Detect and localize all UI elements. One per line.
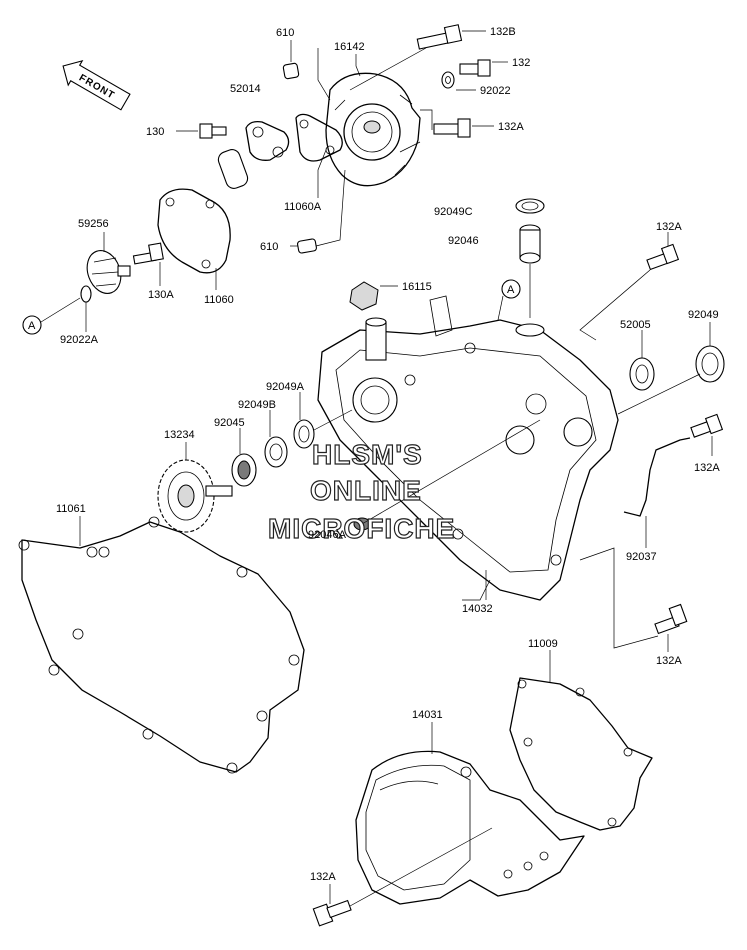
label-132b: 132B (490, 26, 516, 38)
label-92049c: 92049C (434, 206, 473, 218)
bolt-132 (459, 59, 508, 77)
label-132: 132 (512, 57, 530, 69)
oil-seal-92049a (293, 392, 353, 449)
gasket-11009 (509, 650, 653, 831)
watermark: HLSM'S ONLINE MICROFICHE (267, 438, 455, 544)
label-92045: 92045 (214, 417, 245, 429)
dowel-pin-610-top (282, 40, 300, 80)
label-130a: 130A (148, 289, 174, 301)
bolt-132a-right (579, 232, 680, 341)
bushing-92046 (519, 224, 541, 318)
bolt-130a (132, 242, 164, 286)
gasket-11060 (157, 188, 231, 290)
washer-92022a (80, 285, 92, 332)
label-610-bottom: 610 (260, 241, 278, 253)
bushing-92046a (353, 419, 541, 531)
label-16142: 16142 (334, 41, 365, 53)
impeller-59256 (86, 232, 131, 294)
label-132a-right: 132A (656, 221, 682, 233)
label-13234: 13234 (164, 429, 195, 441)
label-11061: 11061 (56, 503, 86, 515)
watermark-line-3: MICROFICHE (268, 513, 455, 544)
bolt-132a-low (579, 547, 688, 652)
oil-seal-92049c (515, 198, 545, 214)
label-92046: 92046 (448, 235, 479, 247)
label-92022a: 92022A (60, 334, 99, 346)
label-14032: 14032 (462, 603, 493, 615)
wire-clip-92037 (623, 437, 691, 548)
label-92022: 92022 (480, 85, 511, 97)
label-92049: 92049 (688, 309, 719, 321)
reference-marker-a-left: A (22, 297, 81, 335)
clutch-cover-14032 (317, 295, 619, 601)
oil-seal-52005 (629, 330, 655, 391)
gasket-11060a (295, 113, 343, 162)
label-130: 130 (146, 126, 164, 138)
dowel-pin-610-bottom (290, 169, 346, 254)
oil-seal-92049b (264, 410, 288, 468)
bolt-132a-mid (690, 413, 724, 456)
front-direction-arrow: FRONT (62, 60, 131, 111)
washer-92022 (441, 71, 476, 91)
label-132a-top: 132A (498, 121, 524, 133)
label-92049b: 92049B (238, 399, 276, 411)
water-pump-cover-16142 (325, 72, 421, 187)
label-92046a: 92046A (308, 529, 347, 541)
bearing-92045 (231, 428, 257, 487)
reference-marker-a-right: A (497, 279, 521, 321)
bolt-132a-top (399, 118, 494, 153)
label-92037: 92037 (626, 551, 657, 563)
water-pipe-elbow-52014 (217, 120, 290, 189)
label-52005: 52005 (620, 319, 651, 331)
plug-16115 (349, 281, 398, 311)
bolt-132a-bottom (312, 827, 493, 927)
bolt-130 (176, 123, 227, 139)
label-16115: 16115 (402, 281, 432, 293)
gasket-11061 (18, 516, 305, 774)
label-92049a: 92049A (266, 381, 305, 393)
oil-seal-92049 (617, 322, 725, 415)
bolt-132b (349, 24, 486, 91)
part-labels: 610 16142 132B 132 92022 52014 130 132A … (56, 26, 720, 883)
label-11060a: 11060A (284, 201, 322, 213)
label-132a-bottom: 132A (310, 871, 336, 883)
label-52014: 52014 (230, 83, 261, 95)
watermark-line-1: HLSM'S (312, 439, 423, 470)
reference-marker-a-right-label: A (507, 284, 515, 296)
reference-marker-a-left-label: A (28, 320, 36, 332)
label-132a-mid: 132A (694, 462, 720, 474)
label-11060: 11060 (204, 294, 234, 306)
label-132a-low: 132A (656, 655, 682, 667)
impeller-shaft-gear-13234 (157, 442, 233, 533)
label-610-top: 610 (276, 27, 294, 39)
label-14031: 14031 (412, 709, 443, 721)
label-11009: 11009 (528, 638, 558, 650)
magneto-cover-14031 (355, 722, 585, 905)
watermark-line-2: ONLINE (310, 475, 422, 506)
label-59256: 59256 (78, 218, 109, 230)
